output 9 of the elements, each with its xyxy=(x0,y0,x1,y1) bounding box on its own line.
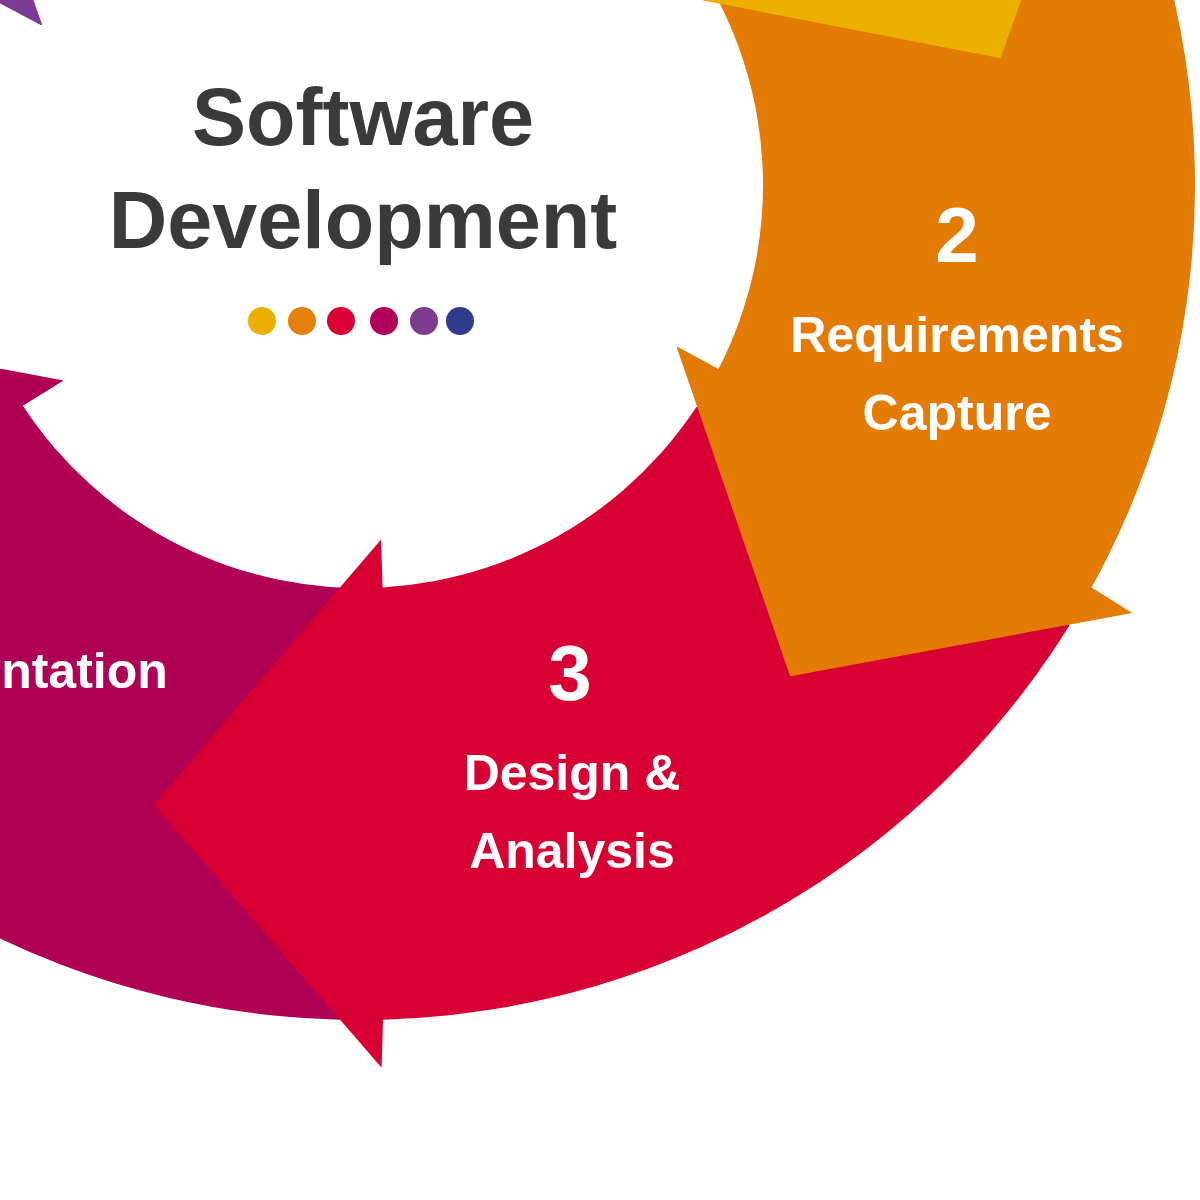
step-label: ntation xyxy=(0,642,169,701)
step-label: Requirements Capture xyxy=(789,306,1125,443)
title: Software Development xyxy=(107,71,619,267)
arrow-segment xyxy=(677,0,1195,676)
step-number: 2 xyxy=(934,195,980,275)
arrow-segment xyxy=(0,369,340,1020)
step-number: 3 xyxy=(547,633,593,713)
arrow-segment xyxy=(0,0,42,25)
step-label: Design & Analysis xyxy=(462,744,682,881)
